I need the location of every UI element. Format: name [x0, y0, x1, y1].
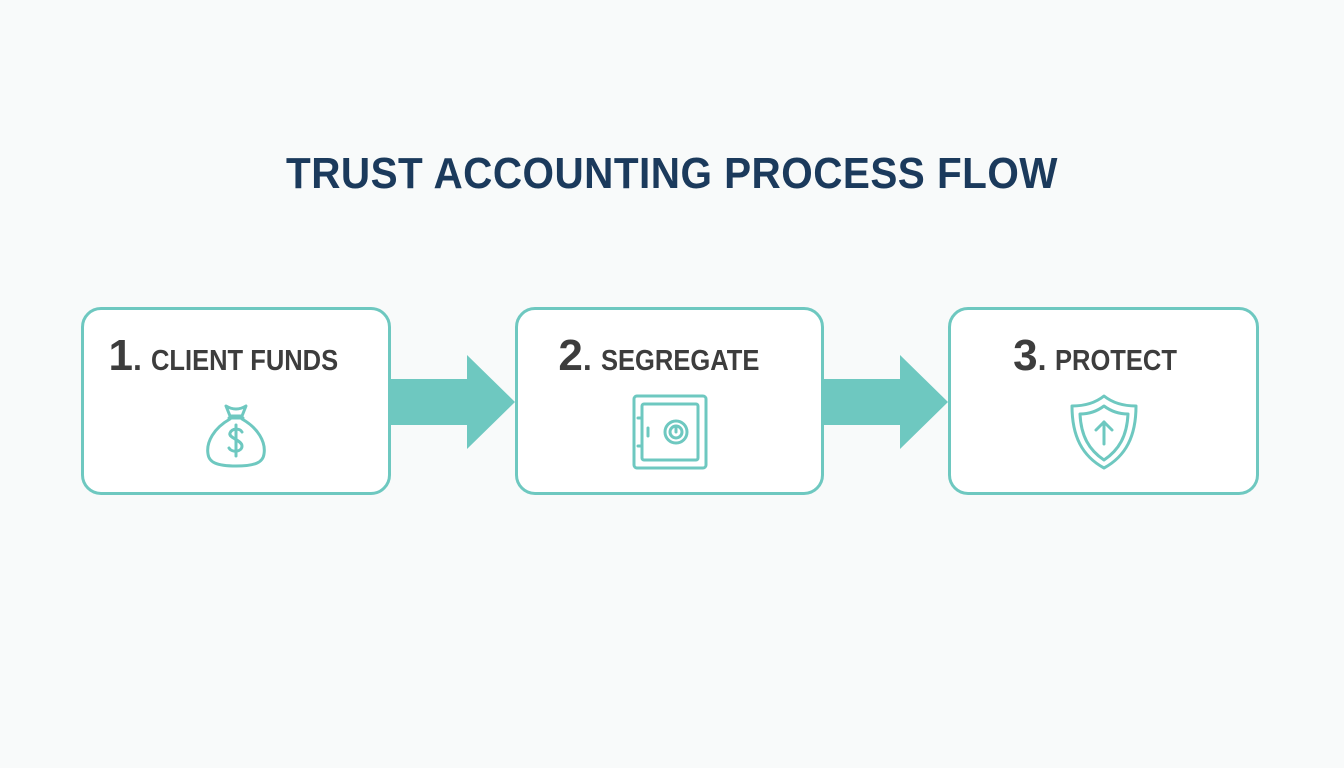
step-box-protect: 3. PROTECT: [948, 307, 1259, 495]
step-label: 2. SEGREGATE: [518, 330, 821, 387]
money-bag-icon: [206, 404, 266, 468]
flow-arrow: [389, 355, 515, 449]
diagram-title: TRUST ACCOUNTING PROCESS FLOW: [286, 149, 1058, 198]
step-number: 2: [558, 331, 583, 380]
safe-icon: [632, 394, 707, 470]
step-label: 3. PROTECT: [951, 330, 1256, 387]
step-box-client-funds: 1. CLIENT FUNDS: [81, 307, 391, 495]
step-number: 1: [108, 331, 134, 380]
step-title: SEGREGATE: [600, 345, 760, 377]
step-number: 3: [1013, 331, 1038, 380]
step-label: 1. CLIENT FUNDS: [84, 330, 388, 387]
shield-arrow-icon: [1070, 394, 1137, 470]
step-box-segregate: 2. SEGREGATE: [515, 307, 824, 495]
step-title: PROTECT: [1055, 345, 1178, 377]
flow-arrow: [822, 355, 948, 449]
step-title: CLIENT FUNDS: [150, 345, 338, 377]
